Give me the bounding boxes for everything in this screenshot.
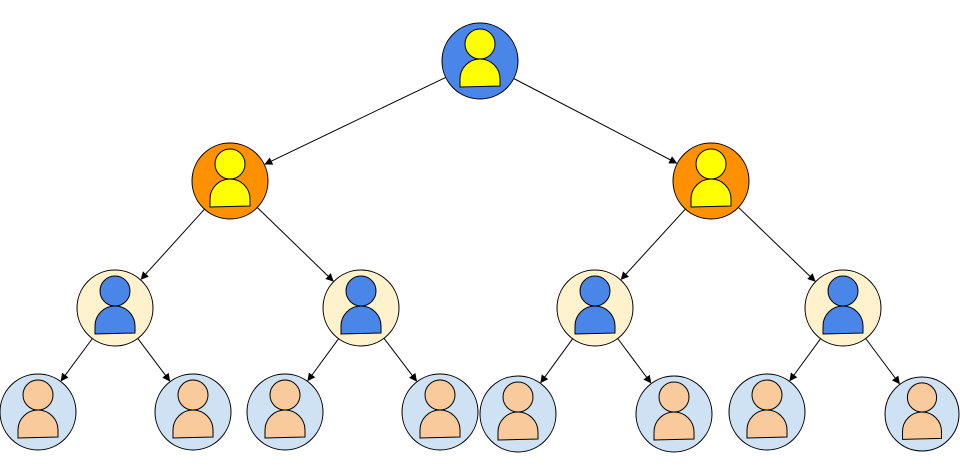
node-n8-member[interactable] [0, 373, 77, 451]
person-head [658, 381, 690, 413]
person-head [177, 379, 209, 411]
edges [60, 76, 900, 385]
edge-n3-n6 [620, 208, 686, 280]
person-icon [340, 275, 382, 335]
edge-n1-n2 [264, 76, 446, 165]
person-head [906, 382, 938, 413]
node-n10-member[interactable] [246, 373, 324, 451]
nodes [0, 22, 960, 453]
node-n7-lead[interactable] [804, 269, 882, 347]
person-icon [94, 275, 136, 335]
edge-n6-n13 [617, 338, 652, 384]
person-head [424, 379, 456, 411]
person-icon [822, 275, 864, 335]
node-n12-member[interactable] [479, 375, 557, 453]
edge-n6-n12 [540, 338, 574, 384]
node-n11-member[interactable] [401, 373, 479, 451]
person-head [827, 275, 859, 307]
edge-n1-n3 [513, 78, 678, 164]
edge-n4-n8 [60, 338, 93, 382]
node-n9-member[interactable] [154, 373, 232, 451]
node-n15-member[interactable] [884, 376, 960, 452]
node-n13-member[interactable] [635, 375, 713, 453]
node-n1-root[interactable] [441, 22, 519, 100]
person-icon [264, 379, 306, 439]
edge-n7-n15 [865, 338, 900, 385]
node-n6-lead[interactable] [556, 269, 634, 347]
person-head [22, 379, 54, 411]
person-head [214, 148, 246, 180]
person-icon [459, 28, 501, 88]
node-n5-lead[interactable] [322, 269, 400, 347]
edge-n7-n14 [789, 338, 822, 382]
person-icon [902, 382, 942, 440]
person-icon [172, 379, 214, 439]
person-icon [746, 379, 788, 439]
node-n3-manager[interactable] [672, 142, 750, 220]
person-head [99, 275, 131, 307]
person-head [579, 275, 611, 307]
person-head [464, 28, 496, 60]
node-n4-lead[interactable] [76, 269, 154, 347]
edge-n3-n7 [738, 206, 816, 282]
edge-n2-n4 [140, 208, 205, 280]
person-icon [497, 381, 539, 441]
person-icon [17, 379, 59, 439]
node-n14-member[interactable] [728, 373, 806, 451]
person-icon [209, 148, 251, 208]
person-head [751, 379, 783, 411]
edge-n2-n5 [256, 207, 334, 282]
person-icon [690, 148, 732, 208]
person-icon [574, 275, 616, 335]
person-head [695, 148, 727, 180]
person-icon [419, 379, 461, 439]
person-icon [653, 381, 695, 441]
edge-n5-n11 [383, 337, 418, 382]
node-n2-manager[interactable] [191, 142, 269, 220]
person-head [502, 381, 534, 413]
edge-n5-n10 [307, 338, 340, 382]
person-head [269, 379, 301, 411]
person-head [345, 275, 377, 307]
edge-n4-n9 [137, 338, 171, 382]
